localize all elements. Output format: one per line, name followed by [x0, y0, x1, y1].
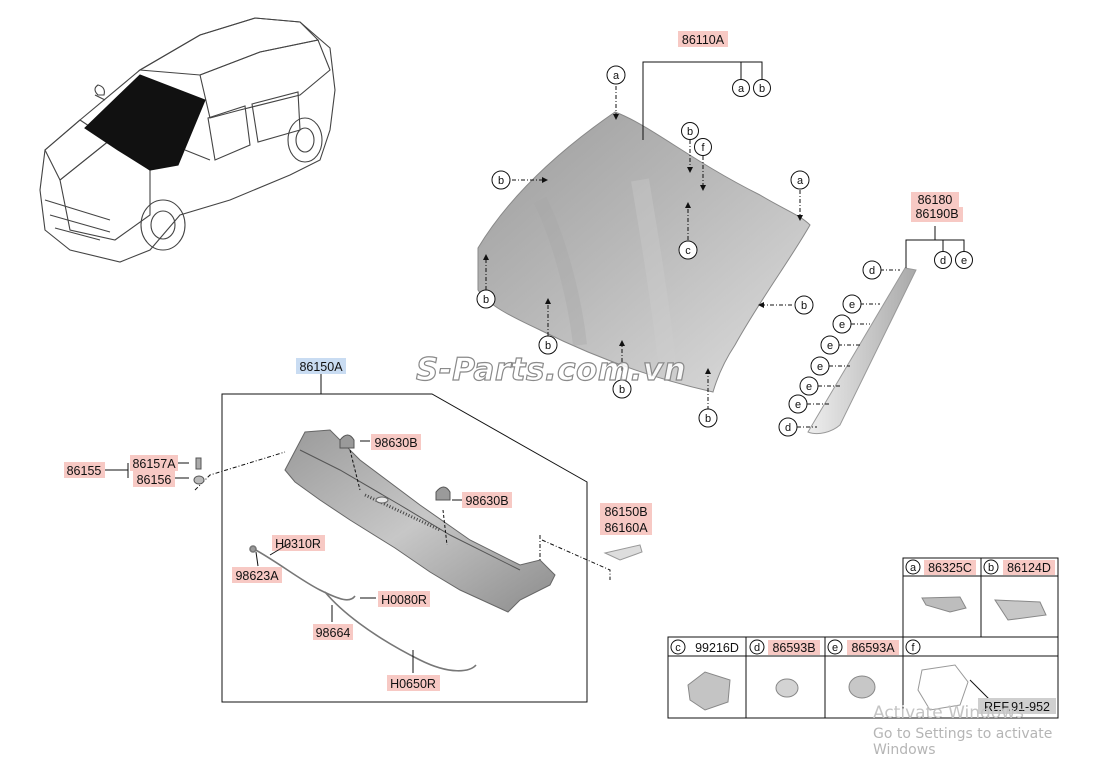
windshield-glass: [477, 111, 811, 393]
label-bg-98664: [313, 624, 353, 640]
pillar-moulding: [807, 267, 917, 435]
label-bg-86160A: [600, 519, 652, 535]
label-bg-86190B: [911, 207, 963, 222]
legend-headers: a 86325C b 86124D c 99216D d 86593B e 86…: [670, 559, 1055, 655]
part-label-86157A[interactable]: 86157A: [132, 457, 176, 471]
part-label-98664[interactable]: 98664: [316, 626, 351, 640]
label-bg-H0650R: [387, 675, 440, 691]
legend-letter-e: e: [832, 642, 838, 654]
callout-a: a: [613, 70, 620, 82]
callout-a: a: [797, 175, 804, 187]
label-bg-H0310R: [272, 535, 325, 551]
part-label-H0310R[interactable]: H0310R: [275, 537, 321, 551]
label-bg-86155: [64, 462, 105, 478]
legend-letter-b: b: [988, 562, 994, 574]
part-label-86150B[interactable]: 86150B: [604, 505, 647, 519]
windshield-arrowheads: [483, 114, 803, 374]
label-bg-86110A: [678, 31, 728, 47]
legend-letter-c: c: [675, 642, 681, 654]
label-bg-98630B-1: [371, 434, 421, 450]
part-label-86155[interactable]: 86155: [67, 464, 102, 478]
legend-code-86593B[interactable]: 86593B: [772, 641, 815, 655]
label-bg-86156: [133, 471, 175, 487]
part-label-86190B[interactable]: 86190B: [915, 207, 958, 221]
callout-d: d: [785, 422, 791, 434]
callout-b: b: [759, 83, 765, 95]
callout-e: e: [795, 399, 801, 411]
part-label-98630B-1[interactable]: 98630B: [374, 436, 417, 450]
callout-e: e: [839, 319, 845, 331]
callout-e: e: [827, 340, 833, 352]
callout-e: e: [817, 361, 823, 373]
ref-label-bg: [978, 698, 1056, 714]
clip-86156: [193, 475, 205, 485]
callout-b: b: [498, 175, 504, 187]
label-bg-98630B-2: [462, 492, 512, 508]
legend-code-86593A[interactable]: 86593A: [851, 641, 895, 655]
label-bg-86150A: [296, 358, 346, 374]
callout-b: b: [705, 413, 711, 425]
part-label-86150A[interactable]: 86150A: [299, 360, 343, 374]
legend-part-images: [687, 596, 1047, 711]
callout-e: e: [849, 299, 855, 311]
moulding-callouts: [778, 251, 973, 437]
label-bg-86157A: [130, 455, 178, 471]
part-label-H0650R[interactable]: H0650R: [390, 677, 436, 691]
callout-b: b: [687, 126, 693, 138]
callout-c: c: [685, 245, 691, 257]
part-label-H0080R[interactable]: H0080R: [381, 593, 427, 607]
cowl-leaders: [105, 440, 611, 580]
part-label-98630B-2[interactable]: 98630B: [465, 494, 508, 508]
legend-letter-d: d: [754, 642, 760, 654]
legend-table: [667, 557, 1059, 719]
legend-code-86124D[interactable]: 86124D: [1007, 561, 1051, 575]
part-label-98623A[interactable]: 98623A: [235, 569, 279, 583]
moulding-leaders: [797, 226, 965, 428]
label-bg-86150B: [600, 503, 652, 519]
cowl-top-cover: [284, 429, 556, 613]
windshield-leaders: [485, 61, 801, 410]
legend-letter-a: a: [910, 562, 917, 574]
part-label-86160A[interactable]: 86160A: [604, 521, 648, 535]
cowl-group-frame: [221, 374, 588, 703]
site-watermark: S-Parts.com.vn: [415, 351, 687, 388]
callout-d: d: [869, 265, 875, 277]
callout-b: b: [545, 340, 551, 352]
vehicle-illustration: [39, 17, 336, 263]
callout-d: d: [940, 255, 946, 267]
label-bg-H0080R: [378, 591, 430, 607]
legend-code-86325C[interactable]: 86325C: [928, 561, 972, 575]
legend-code-99216D[interactable]: 99216D: [695, 641, 739, 655]
part-label-86110A[interactable]: 86110A: [682, 33, 725, 47]
label-bg-86180: [911, 192, 959, 207]
callout-b: b: [619, 384, 625, 396]
callout-a: a: [738, 83, 745, 95]
activation-watermark-subtitle: Go to Settings to activate Windows: [873, 726, 1053, 758]
callout-e: e: [806, 381, 812, 393]
callout-b: b: [483, 294, 489, 306]
ref-label[interactable]: REF.91-952: [984, 700, 1050, 714]
fastener-86157A: [195, 457, 202, 470]
part-label-86180[interactable]: 86180: [918, 193, 953, 207]
leader-98623A: [255, 542, 291, 567]
legend-letter-f: f: [911, 642, 915, 654]
callout-b: b: [801, 300, 807, 312]
windshield-callouts: [476, 65, 814, 428]
callout-f: f: [701, 142, 705, 154]
activation-watermark-title: Activate Windows: [873, 703, 1024, 723]
part-label-86156[interactable]: 86156: [137, 473, 172, 487]
bracket-86150B: [603, 544, 643, 561]
label-bg-98623A: [232, 567, 282, 583]
callout-e: e: [961, 255, 967, 267]
